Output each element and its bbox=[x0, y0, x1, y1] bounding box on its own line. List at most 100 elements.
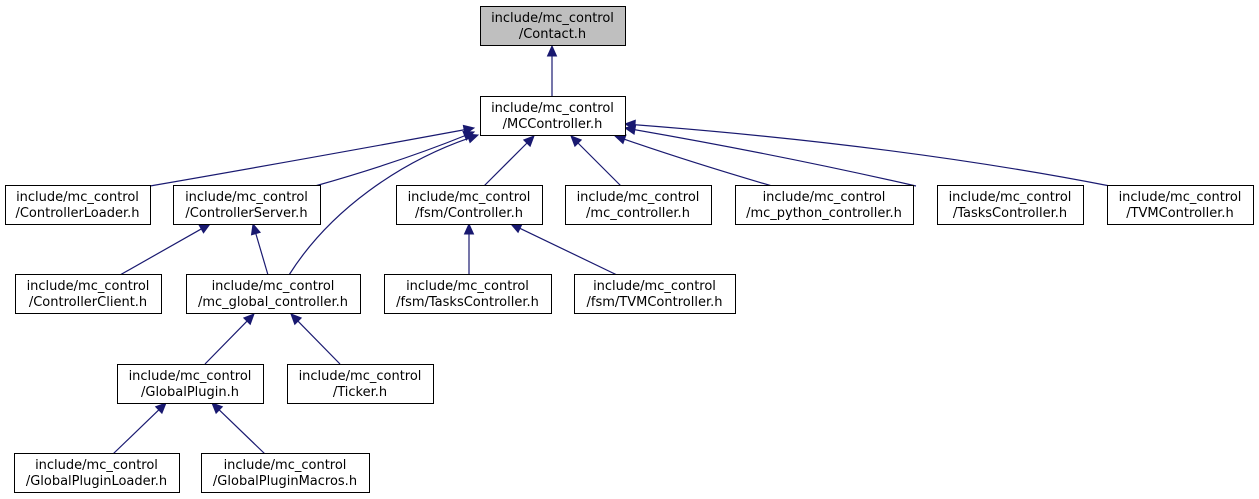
node-label-line2: /Contact.h bbox=[519, 27, 586, 42]
node-label-line1: include/mc_control bbox=[299, 369, 422, 384]
node-label-line2: /TVMController.h bbox=[1126, 206, 1234, 221]
edge-tvmcontroller-to-mccontroller bbox=[623, 119, 1111, 187]
node-controllerserver[interactable]: include/mc_control/ControllerServer.h bbox=[173, 185, 321, 225]
node-label-line1: include/mc_control bbox=[27, 279, 150, 294]
edge-fsmtvmcontroller-to-fsmcontroller bbox=[509, 223, 618, 276]
node-taskscontroller[interactable]: include/mc_control/TasksController.h bbox=[937, 185, 1084, 225]
edge-globalplugin-to-mc_global_controller bbox=[204, 313, 255, 365]
node-label-line2: /mc_python_controller.h bbox=[746, 206, 902, 221]
node-box bbox=[574, 274, 736, 314]
node-contact[interactable]: include/mc_control/Contact.h bbox=[480, 6, 626, 46]
node-box bbox=[287, 364, 434, 404]
edge-ticker-to-mc_global_controller bbox=[290, 313, 341, 365]
arrowhead bbox=[570, 135, 583, 148]
edge-line bbox=[204, 320, 249, 365]
edge-line bbox=[633, 128, 917, 187]
node-label-line2: /Ticker.h bbox=[333, 385, 387, 400]
node-label-line2: /mc_global_controller.h bbox=[198, 295, 348, 310]
arrowhead bbox=[211, 402, 224, 415]
arrowhead bbox=[242, 313, 255, 326]
arrowhead bbox=[290, 313, 303, 326]
edge-mc_global_controller-to-mccontroller bbox=[288, 133, 480, 276]
node-label-line2: /fsm/TVMController.h bbox=[587, 295, 723, 310]
node-label-line2: /GlobalPluginLoader.h bbox=[26, 474, 167, 489]
edge-line bbox=[112, 408, 160, 455]
node-label-line2: /GlobalPlugin.h bbox=[141, 385, 239, 400]
node-controllerloader[interactable]: include/mc_control/ControllerLoader.h bbox=[5, 185, 151, 225]
nodes-layer: include/mc_control/Contact.hinclude/mc_c… bbox=[5, 6, 1254, 493]
node-box bbox=[937, 185, 1084, 225]
edge-line bbox=[633, 124, 1111, 187]
node-tvmcontroller[interactable]: include/mc_control/TVMController.h bbox=[1107, 185, 1254, 225]
edge-fsmcontroller-to-mccontroller bbox=[483, 135, 535, 187]
edge-line bbox=[288, 137, 470, 276]
node-box bbox=[5, 185, 151, 225]
node-label-line1: include/mc_control bbox=[35, 458, 158, 473]
node-label-line1: include/mc_control bbox=[224, 458, 347, 473]
node-label-line1: include/mc_control bbox=[491, 11, 614, 26]
node-label-line1: include/mc_control bbox=[212, 279, 335, 294]
node-label-line1: include/mc_control bbox=[129, 369, 252, 384]
edges-layer bbox=[112, 44, 1111, 455]
node-box bbox=[186, 274, 361, 314]
node-globalplugin[interactable]: include/mc_control/GlobalPlugin.h bbox=[117, 364, 264, 404]
edge-line bbox=[119, 227, 203, 276]
edge-line bbox=[483, 141, 529, 187]
arrowhead bbox=[546, 44, 558, 57]
edge-mc_global_controller-to-controllerserver bbox=[250, 222, 269, 276]
node-label-line2: /GlobalPluginMacros.h bbox=[213, 474, 357, 489]
node-box bbox=[117, 364, 264, 404]
node-box bbox=[15, 274, 162, 314]
node-label-line1: include/mc_control bbox=[185, 190, 308, 205]
edge-line bbox=[576, 141, 622, 187]
arrowhead bbox=[154, 402, 167, 415]
node-mc_python_controller[interactable]: include/mc_control/mc_python_controller.… bbox=[735, 185, 914, 225]
node-label-line2: /MCController.h bbox=[503, 117, 603, 132]
node-label-line1: include/mc_control bbox=[406, 279, 529, 294]
node-box bbox=[480, 96, 626, 136]
edge-taskscontroller-to-mccontroller bbox=[623, 124, 917, 187]
edge-controllerclient-to-controllerserver bbox=[119, 223, 212, 276]
node-label-line2: /ControllerLoader.h bbox=[15, 206, 139, 221]
node-ticker[interactable]: include/mc_control/Ticker.h bbox=[287, 364, 434, 404]
node-mccontroller[interactable]: include/mc_control/MCController.h bbox=[480, 96, 626, 136]
node-label-line1: include/mc_control bbox=[408, 190, 531, 205]
node-box bbox=[565, 185, 712, 225]
arrowhead bbox=[522, 135, 535, 148]
node-label-line1: include/mc_control bbox=[593, 279, 716, 294]
edge-mc_controller-to-mccontroller bbox=[570, 135, 622, 187]
edge-line bbox=[218, 408, 266, 455]
node-globalpluginmacros[interactable]: include/mc_control/GlobalPluginMacros.h bbox=[201, 453, 370, 493]
node-mc_global_controller[interactable]: include/mc_control/mc_global_controller.… bbox=[186, 274, 361, 314]
node-fsmtvmcontroller[interactable]: include/mc_control/fsm/TVMController.h bbox=[574, 274, 736, 314]
node-controllerclient[interactable]: include/mc_control/ControllerClient.h bbox=[15, 274, 162, 314]
edge-fsmtaskscontroller-to-fsmcontroller bbox=[463, 222, 475, 275]
node-label-line2: /ControllerClient.h bbox=[29, 295, 147, 310]
node-label-line1: include/mc_control bbox=[949, 190, 1072, 205]
node-box bbox=[384, 274, 552, 314]
node-box bbox=[173, 185, 321, 225]
arrowhead bbox=[613, 134, 627, 145]
node-label-line2: /fsm/TasksController.h bbox=[396, 295, 539, 310]
edge-line bbox=[518, 227, 618, 276]
arrowhead bbox=[623, 119, 636, 131]
node-fsmtaskscontroller[interactable]: include/mc_control/fsm/TasksController.h bbox=[384, 274, 552, 314]
edge-controllerserver-to-mccontroller bbox=[314, 131, 476, 187]
edge-line bbox=[623, 138, 773, 187]
edge-line bbox=[254, 232, 269, 276]
node-label-line2: /mc_controller.h bbox=[586, 206, 690, 221]
arrowhead bbox=[250, 222, 262, 236]
node-box bbox=[735, 185, 914, 225]
node-label-line1: include/mc_control bbox=[491, 101, 614, 116]
node-label-line1: include/mc_control bbox=[16, 190, 139, 205]
edge-mccontroller-to-contact bbox=[546, 44, 558, 96]
arrowhead bbox=[463, 222, 475, 235]
edge-globalpluginmacros-to-globalplugin bbox=[211, 402, 266, 455]
arrowhead bbox=[509, 223, 523, 234]
node-globalpluginloader[interactable]: include/mc_control/GlobalPluginLoader.h bbox=[14, 453, 180, 493]
node-box bbox=[396, 185, 543, 225]
node-fsmcontroller[interactable]: include/mc_control/fsm/Controller.h bbox=[396, 185, 543, 225]
node-mc_controller[interactable]: include/mc_control/mc_controller.h bbox=[565, 185, 712, 225]
